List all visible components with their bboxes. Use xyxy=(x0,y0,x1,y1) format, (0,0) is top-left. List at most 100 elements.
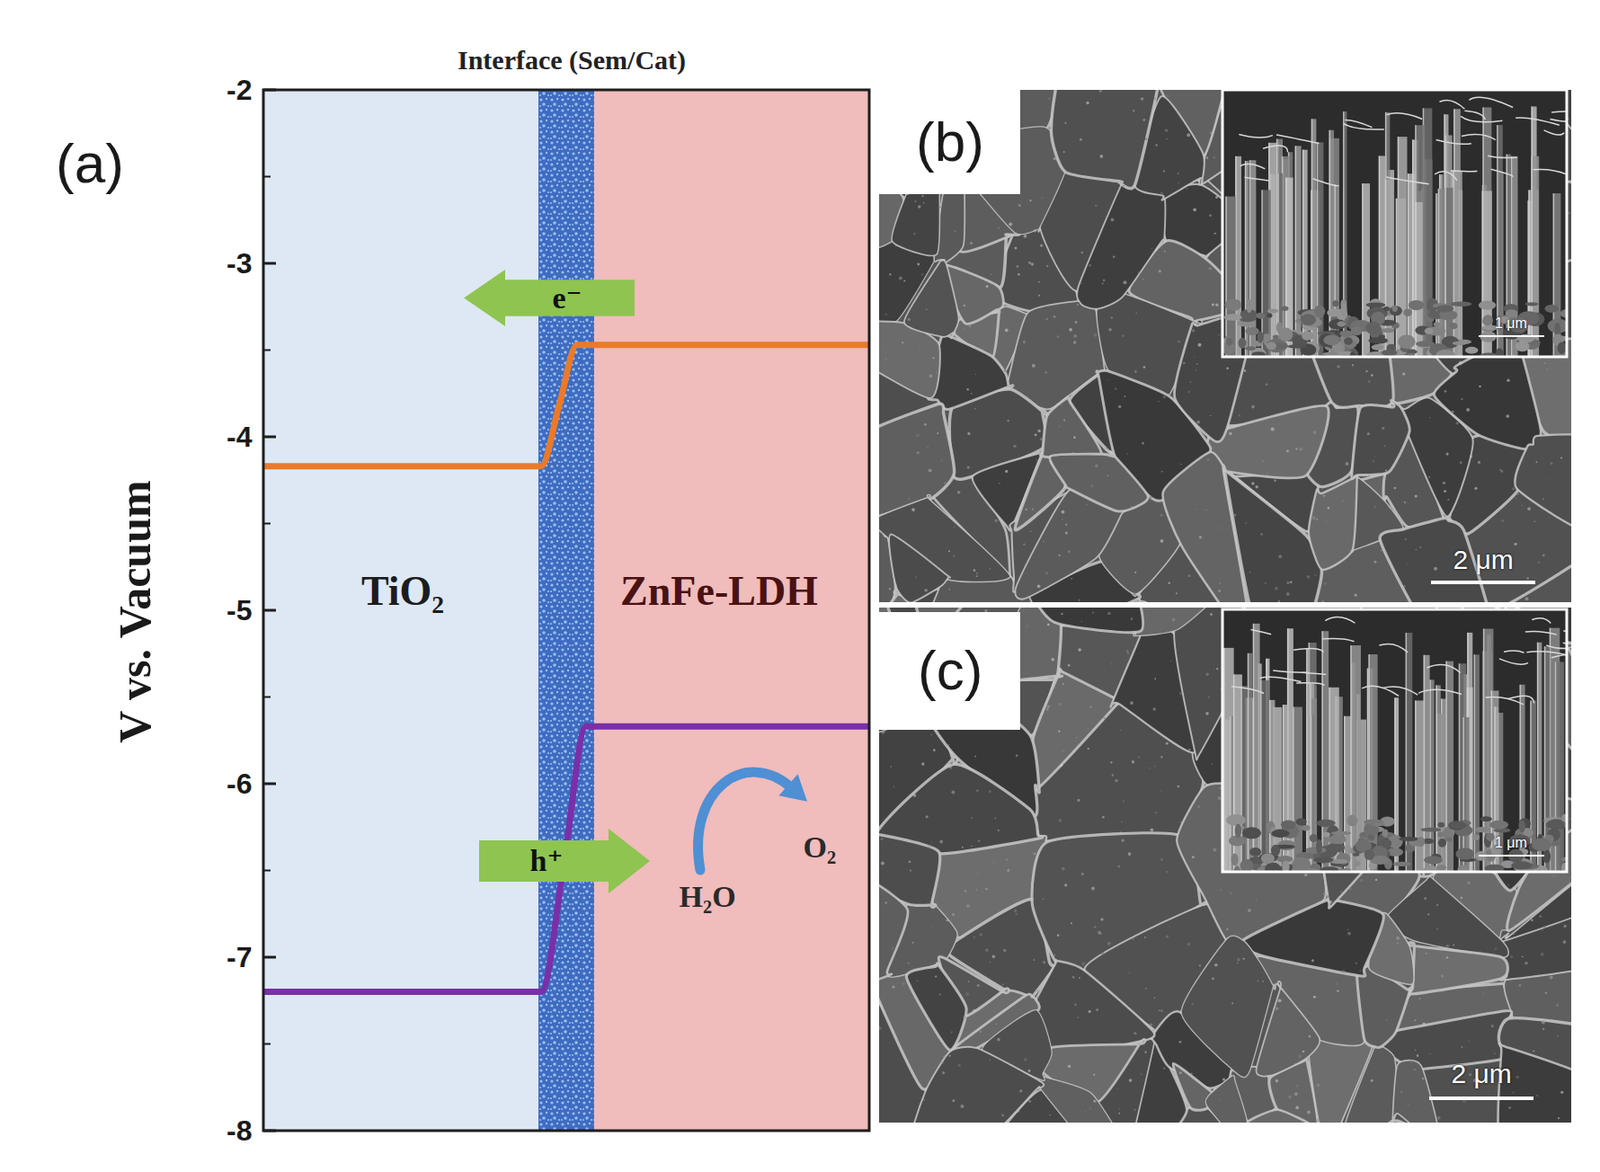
sem-speck xyxy=(1508,884,1510,886)
flake-fuzz xyxy=(1551,654,1567,659)
sem-speck xyxy=(1161,471,1164,473)
sem-speck xyxy=(1437,1116,1441,1120)
sem-speck xyxy=(1047,623,1050,627)
base-grain xyxy=(1314,304,1325,318)
sem-speck xyxy=(1236,962,1238,964)
major-tick xyxy=(263,956,276,960)
sem-speck xyxy=(1022,234,1027,239)
sem-speck xyxy=(960,1104,964,1109)
sem-flake xyxy=(1205,1075,1247,1123)
sem-speck xyxy=(978,933,983,937)
base-grain xyxy=(1393,862,1413,867)
sem-speck xyxy=(1286,450,1289,454)
sem-speck xyxy=(1315,518,1318,521)
sem-speck xyxy=(1311,1067,1313,1069)
sem-speck xyxy=(953,525,956,528)
sem-speck xyxy=(1035,459,1038,462)
base-grain xyxy=(1391,304,1397,312)
region-label: TiO₂ xyxy=(361,568,445,615)
sem-speck xyxy=(1050,657,1055,662)
sem-speck xyxy=(952,555,955,558)
sem-speck xyxy=(1069,399,1072,401)
sem-speck xyxy=(1150,827,1155,832)
nanorod-edge xyxy=(1530,156,1533,357)
sem-speck xyxy=(1078,977,1081,979)
sem-speck xyxy=(1154,765,1156,767)
base-grain xyxy=(1364,849,1375,861)
sem-speck xyxy=(1538,998,1540,1000)
sem-speck xyxy=(1386,1019,1387,1021)
base-grain xyxy=(1423,855,1443,864)
base-grain xyxy=(1301,825,1311,832)
sem-speck xyxy=(1175,592,1178,595)
sem-speck xyxy=(1220,527,1222,529)
base-grain xyxy=(1271,829,1289,838)
sem-speck xyxy=(1128,852,1132,856)
sem-speck xyxy=(912,942,915,944)
sem-speck xyxy=(1018,204,1022,207)
sem-speck xyxy=(1222,1077,1226,1081)
sem-speck xyxy=(1008,222,1013,227)
base-grain xyxy=(1437,822,1445,828)
sem-speck xyxy=(958,1064,961,1067)
sem-speck xyxy=(1090,706,1093,709)
base-grain xyxy=(1366,826,1379,836)
sem-speck xyxy=(1163,1066,1165,1069)
sem-speck xyxy=(1003,949,1007,953)
sem-speck xyxy=(1215,232,1217,234)
sem-speck xyxy=(1521,505,1523,507)
sem-speck xyxy=(1042,540,1044,542)
sem-speck xyxy=(1057,729,1060,732)
scale-bar xyxy=(1478,335,1545,338)
sem-speck xyxy=(1164,831,1166,833)
scale-bar xyxy=(1429,1096,1534,1101)
sem-speck xyxy=(1167,581,1170,584)
sem-speck xyxy=(1107,379,1109,381)
sem-speck xyxy=(1063,418,1066,421)
sem-speck xyxy=(989,961,991,963)
sem-speck xyxy=(1121,334,1125,338)
sem-speck xyxy=(1048,1114,1051,1117)
sem-speck xyxy=(1016,265,1020,268)
flake-fuzz xyxy=(1507,695,1534,703)
base-grain xyxy=(1478,300,1496,310)
sem-speck xyxy=(1192,207,1197,212)
nanorod-edge xyxy=(1444,134,1447,357)
sem-speck xyxy=(1493,1052,1496,1055)
minor-tick xyxy=(263,176,271,178)
sem-speck xyxy=(1120,831,1121,833)
sem-speck xyxy=(1247,908,1252,913)
flake-fuzz xyxy=(1468,97,1513,107)
sem-speck xyxy=(1381,426,1385,430)
sem-speck xyxy=(1209,415,1211,417)
sem-speck xyxy=(1117,865,1120,869)
sem-speck xyxy=(1004,470,1008,473)
sem-speck xyxy=(1286,592,1290,596)
arrow-body xyxy=(479,828,650,894)
sem-speck xyxy=(1436,927,1440,931)
sem-speck xyxy=(1120,729,1121,731)
sem-speck xyxy=(1446,956,1449,959)
sem-speck xyxy=(995,519,999,524)
flake-fuzz xyxy=(1491,168,1513,178)
minor-tick xyxy=(263,1043,271,1046)
sem-speck xyxy=(1510,955,1513,959)
sem-speck xyxy=(976,575,978,578)
sem-speck xyxy=(1072,976,1076,979)
sem-speck xyxy=(1429,1053,1432,1056)
base-grain xyxy=(1366,302,1387,308)
sem-speck xyxy=(1278,998,1282,1003)
base-grain xyxy=(1373,822,1386,827)
sem-speck xyxy=(948,764,952,769)
sem-speck xyxy=(1100,917,1103,921)
sem-speck xyxy=(1413,1019,1416,1022)
sem-speck xyxy=(1057,933,1060,937)
sem-speck xyxy=(1006,869,1010,872)
base-grain xyxy=(1326,843,1345,854)
sem-speck xyxy=(1260,533,1263,536)
sem-speck xyxy=(921,762,925,765)
sem-speck xyxy=(1093,1100,1096,1103)
flake-fuzz xyxy=(1382,686,1418,695)
sem-speck xyxy=(1061,867,1066,872)
sem-speck xyxy=(1205,711,1209,716)
